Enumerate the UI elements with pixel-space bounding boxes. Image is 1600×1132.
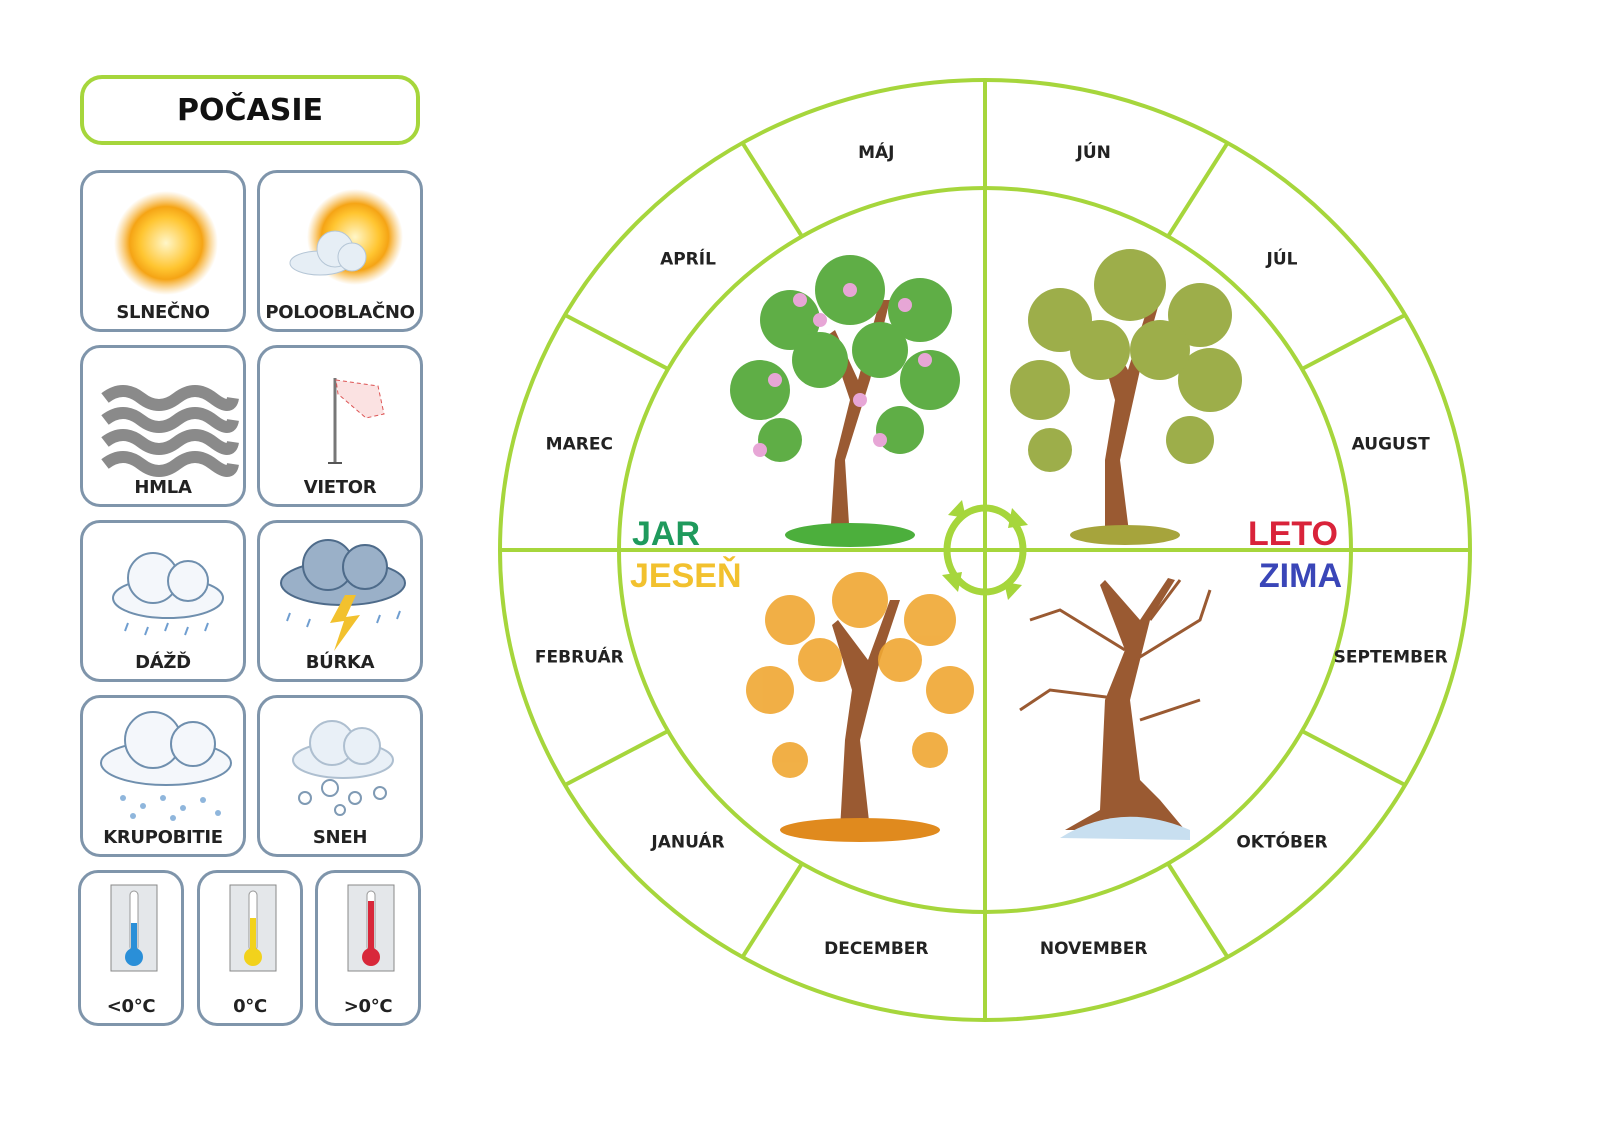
weather-card-wind: VIETOR [257, 345, 423, 507]
weather-label: SNEH [312, 827, 368, 848]
thermometer-zero-icon [229, 884, 277, 972]
season-label-summer: LETO [1248, 515, 1338, 553]
weather-label: KRUPOBITIE [103, 827, 223, 848]
month-divider [564, 729, 669, 787]
autumn-tree-illustration [746, 572, 974, 842]
month-divider [1301, 313, 1406, 371]
hail-cloud-icon [100, 711, 232, 821]
wheel-dividers [564, 141, 1406, 959]
month-label: JANUÁR [650, 830, 724, 852]
weather-label: BÚRKA [305, 652, 375, 673]
month-label: AUGUST [1352, 434, 1430, 454]
weather-card-sunny: SLNEČNO [80, 170, 246, 332]
weather-label: SLNEČNO [116, 302, 210, 323]
season-label-winter: ZIMA [1259, 557, 1342, 595]
season-label-spring: JAR [632, 515, 700, 553]
month-divider [1301, 729, 1406, 787]
storm-cloud-icon [280, 539, 406, 651]
month-label: MÁJ [858, 141, 894, 163]
month-label: JÚL [1266, 248, 1298, 270]
temperature-card-zero: 0°C [197, 870, 303, 1026]
weather-label: POLOOBLAČNO [265, 302, 415, 323]
summer-tree-illustration [1010, 249, 1242, 545]
weather-card-rain: DÁŽĎ [80, 520, 246, 682]
month-label: JÚN [1076, 141, 1111, 163]
snow-cloud-icon [292, 720, 394, 816]
fog-icon [101, 385, 239, 477]
weather-label: VIETOR [303, 477, 377, 498]
month-label: OKTÓBER [1236, 830, 1327, 852]
weather-card-storm: BÚRKA [257, 520, 423, 682]
temperature-label: <0°C [106, 996, 156, 1017]
rain-cloud-icon [112, 552, 224, 636]
weather-card-hail: KRUPOBITIE [80, 695, 246, 857]
temperature-card-above-zero: >0°C [315, 870, 421, 1026]
month-label: NOVEMBER [1040, 939, 1148, 959]
weather-card-partly-cloudy: POLOOBLAČNO [257, 170, 423, 332]
month-divider [740, 862, 804, 959]
weather-label: DÁŽĎ [135, 652, 191, 673]
cycle-arrows-icon [943, 504, 1027, 596]
weather-title: POČASIE [80, 75, 420, 145]
partly-cloudy-icon [289, 189, 403, 285]
month-labels: JÚN JÚL AUGUST SEPTEMBER OKTÓBER NOVEMBER DECE… [535, 141, 1448, 959]
month-label: MAREC [546, 434, 613, 454]
temperature-card-below-zero: <0°C [78, 870, 184, 1026]
weather-card-snow: SNEH [257, 695, 423, 857]
month-divider [1166, 141, 1230, 238]
weather-card-fog: HMLA [80, 345, 246, 507]
month-label: DECEMBER [824, 939, 928, 959]
windsock-icon [328, 378, 385, 464]
thermometer-cold-icon [110, 884, 158, 972]
season-label-autumn: JESEŇ [630, 557, 742, 595]
temperature-label: >0°C [343, 996, 393, 1017]
month-divider [564, 313, 669, 371]
month-label: SEPTEMBER [1334, 648, 1448, 668]
sun-icon [114, 191, 218, 295]
weather-label: HMLA [134, 477, 192, 498]
month-label: FEBRUÁR [535, 646, 624, 668]
thermometer-warm-icon [347, 884, 395, 972]
month-divider [1166, 862, 1230, 959]
month-divider [740, 141, 804, 238]
temperature-label: 0°C [233, 996, 267, 1017]
winter-tree-illustration [1019, 578, 1212, 840]
month-label: APRÍL [660, 248, 716, 270]
cycle-arrowheads [942, 500, 1028, 600]
spring-tree-illustration [730, 255, 960, 547]
